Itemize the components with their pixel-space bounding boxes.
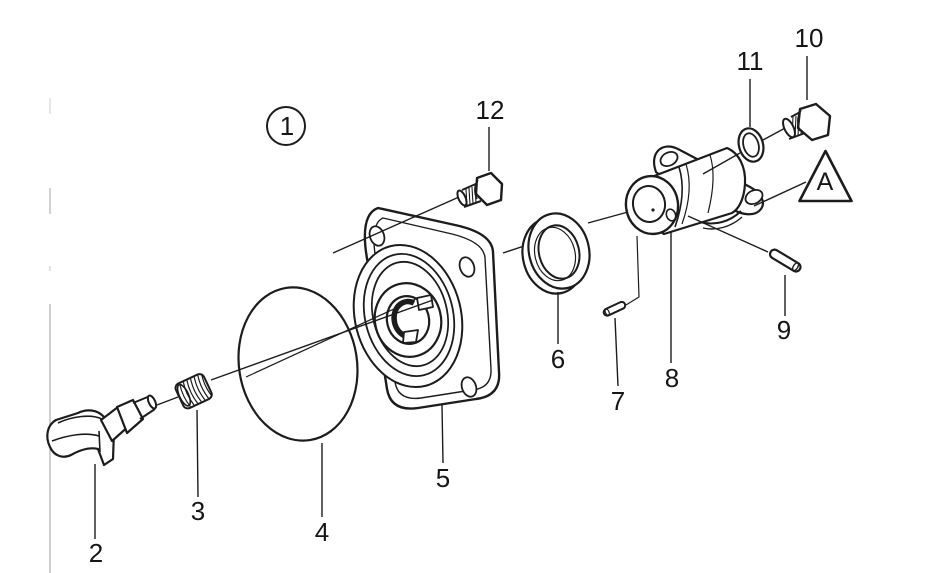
leader-7 (614, 317, 619, 387)
detail-a-letter: A (817, 168, 834, 196)
callout-5: 5 (436, 463, 450, 493)
p8-small-boss (665, 208, 677, 222)
callout-labels: 2 3 4 5 6 7 8 9 10 11 12 (89, 23, 824, 568)
p10-shank-tip (782, 117, 796, 139)
callout-10: 10 (795, 23, 824, 53)
p8-flange-thickness (702, 216, 743, 230)
p8-band-line (681, 163, 690, 225)
assembly-callout-circle (266, 106, 306, 146)
p8-face-pin-hole (651, 208, 655, 212)
part-12-bolt-illustration (456, 171, 504, 208)
axis-segment (156, 396, 179, 406)
callout-3: 3 (191, 496, 205, 526)
p8-band-line (707, 154, 714, 214)
part-6-seal-ring-illustration (521, 212, 591, 295)
callout-leader-lines (94, 56, 808, 539)
p2-wing-top-edge (57, 415, 103, 424)
p3-spring-end (176, 383, 192, 407)
p3-coil (186, 380, 199, 404)
bolt-12-alignment-line (332, 196, 460, 254)
assembly-callout-number: 1 (280, 111, 294, 141)
p12-thread (471, 186, 474, 205)
p9-pin-end (791, 262, 800, 272)
p12-shank-tip (456, 189, 468, 207)
p5-bottom-tab (402, 329, 419, 344)
plug-axis-line (762, 126, 788, 141)
callout-2: 2 (89, 538, 103, 568)
p12-thread (468, 187, 471, 206)
detail-a-pointer-line (753, 181, 807, 207)
p2-wing-facet (51, 433, 100, 442)
axis-segment (210, 299, 434, 381)
pin-9-alignment-line (687, 215, 769, 253)
p5-boss-ring-mid (362, 253, 456, 377)
callout-12: 12 (476, 95, 505, 125)
p3-coil (200, 373, 213, 397)
p3-coil (182, 382, 195, 406)
p2-rod-tip (146, 394, 158, 410)
part-11-oring-illustration (737, 127, 765, 163)
assembly-axis-lines (156, 211, 629, 406)
p2-rod-bottom (139, 408, 156, 420)
axis-segment (245, 296, 421, 378)
p6-ring-inner-depth (533, 226, 577, 282)
part-7-pin-illustration (602, 300, 627, 317)
p3-coil (197, 375, 209, 399)
callout-6: 6 (551, 344, 565, 374)
p8-band-line (674, 166, 683, 228)
part-2-knob-illustration (46, 394, 158, 467)
p7-pin-end (604, 308, 610, 316)
part-5-flange-illustration (352, 206, 501, 410)
p12-hex-head (474, 171, 504, 207)
p5-bolt-hole-tr (458, 256, 476, 278)
callout-8: 8 (665, 363, 679, 393)
gasket-oval (237, 286, 359, 442)
leader-3 (196, 409, 199, 498)
assembly-callout-badge: 1 (266, 106, 306, 146)
pin-7-alignment-line (625, 235, 640, 306)
axis-segment (587, 211, 629, 224)
callout-11: 11 (737, 46, 764, 76)
p10-hex-head (796, 102, 832, 142)
p2-wing-outline (46, 409, 116, 467)
p3-coil (193, 377, 206, 401)
part-3-spring-illustration (174, 373, 213, 410)
p2-wing-end-face (98, 430, 101, 453)
part-8-pump-body-illustration (624, 145, 765, 236)
callout-9: 9 (777, 315, 791, 345)
p8-face-bore (631, 185, 667, 223)
p5-bolt-hole-br (460, 376, 478, 398)
detail-a-triangle (798, 149, 853, 203)
part-4-gasket-illustration (237, 286, 359, 442)
detail-a-marker: A (798, 149, 853, 203)
p3-coil (190, 378, 202, 402)
leader-5 (441, 404, 444, 464)
callout-7: 7 (611, 386, 625, 416)
callout-4: 4 (315, 517, 329, 547)
plug-axis-line (702, 152, 741, 175)
part-10-plug-illustration (782, 102, 832, 142)
p8-flange-hole-top (659, 150, 679, 168)
p10-head-facet (797, 109, 802, 132)
p8-flange-hole-right (744, 188, 764, 206)
p2-shaft-band (115, 398, 145, 435)
part-9-pin-illustration (768, 248, 802, 273)
p11-oring-inner (742, 132, 760, 158)
p12-head-facet (474, 179, 479, 200)
